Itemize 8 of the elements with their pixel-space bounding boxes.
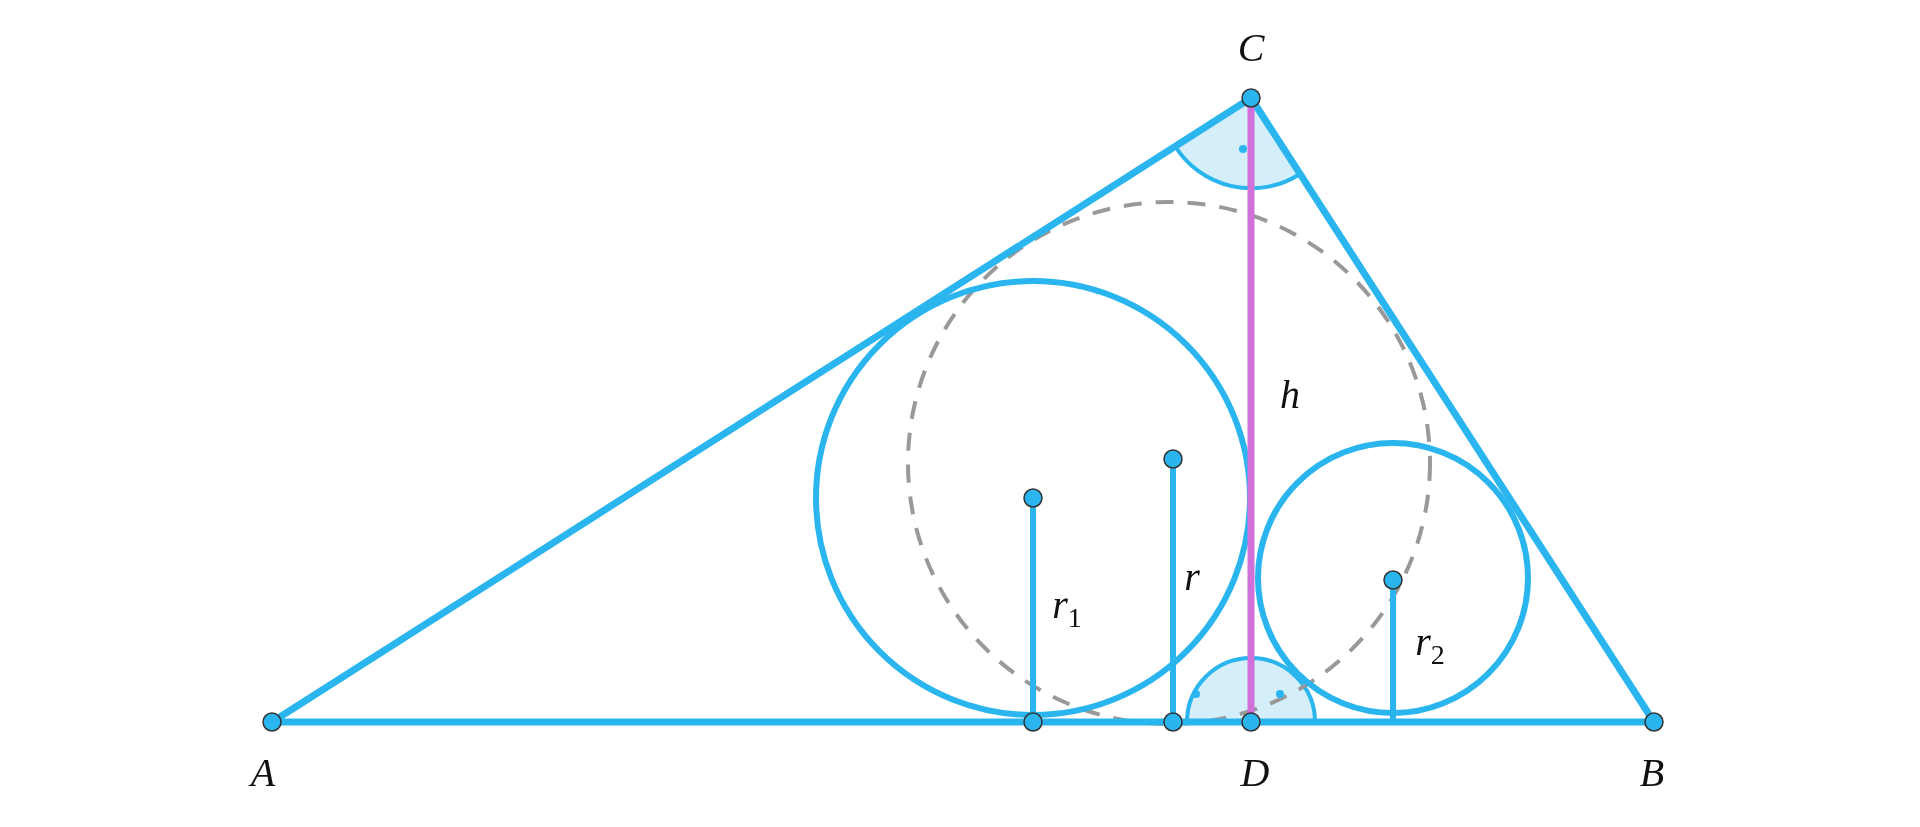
point-label: r <box>1184 557 1200 597</box>
point-label: C <box>1237 28 1265 68</box>
point-label: r$_{1}$ <box>1052 584 1082 632</box>
point-label: A <box>250 753 276 793</box>
point-label: B <box>1639 753 1665 793</box>
point-label: h <box>1280 375 1300 415</box>
point-label: D <box>1240 753 1270 793</box>
point-label: r$_{2}$ <box>1415 621 1445 669</box>
